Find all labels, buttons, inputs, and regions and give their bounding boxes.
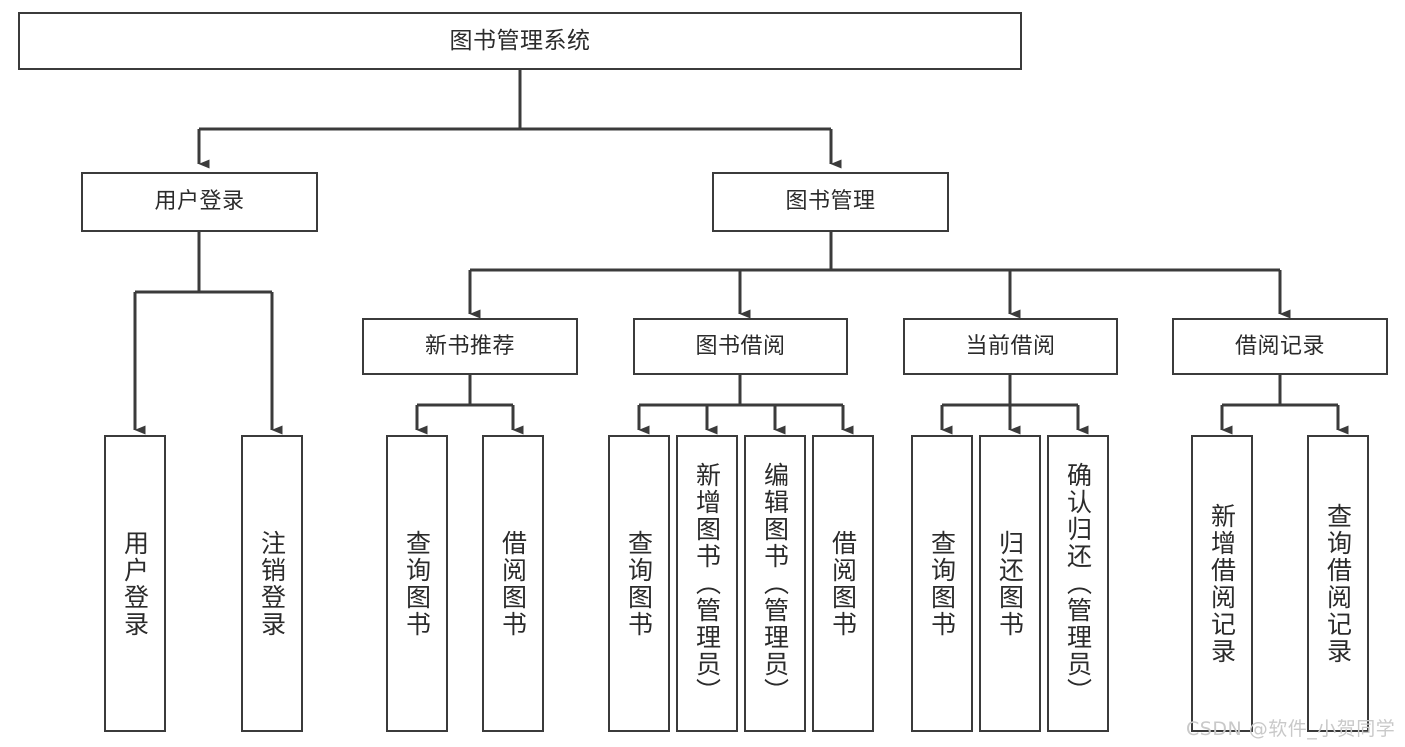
node-current-borrowing[interactable]: 当前借阅 — [903, 318, 1118, 375]
node-label: 图书借阅 — [695, 333, 786, 359]
node-label: 编辑图书（管理员） — [760, 462, 790, 705]
leaf-return-book[interactable]: 归还图书 — [979, 435, 1041, 732]
leaf-query-book-current[interactable]: 查询图书 — [911, 435, 973, 732]
leaf-query-book-new-recommend[interactable]: 查询图书 — [386, 435, 448, 732]
node-label: 归还图书 — [995, 529, 1025, 638]
node-label: 借阅图书 — [498, 529, 528, 638]
node-user-login[interactable]: 用户登录 — [81, 172, 318, 232]
node-label: 借阅图书 — [828, 529, 858, 638]
node-label: 查询图书 — [624, 529, 654, 638]
node-label: 图书管理系统 — [449, 27, 591, 54]
node-root-book-management-system[interactable]: 图书管理系统 — [18, 12, 1022, 70]
leaf-query-book-borrow[interactable]: 查询图书 — [608, 435, 670, 732]
node-label: 查询图书 — [927, 529, 957, 638]
leaf-query-borrow-record[interactable]: 查询借阅记录 — [1307, 435, 1369, 732]
node-label: 当前借阅 — [965, 333, 1056, 359]
node-label: 新书推荐 — [424, 333, 515, 359]
node-label: 注销登录 — [257, 529, 287, 638]
node-label: 用户登录 — [120, 529, 150, 638]
leaf-add-borrow-record[interactable]: 新增借阅记录 — [1191, 435, 1253, 732]
node-book-borrowing[interactable]: 图书借阅 — [633, 318, 848, 375]
leaf-borrow-book[interactable]: 借阅图书 — [812, 435, 874, 732]
leaf-borrow-book-new-recommend[interactable]: 借阅图书 — [482, 435, 544, 732]
node-label: 新增图书（管理员） — [692, 462, 722, 705]
leaf-add-book-admin[interactable]: 新增图书（管理员） — [676, 435, 738, 732]
node-label: 用户登录 — [154, 189, 245, 215]
node-new-book-recommendation[interactable]: 新书推荐 — [362, 318, 578, 375]
leaf-confirm-return-admin[interactable]: 确认归还（管理员） — [1047, 435, 1109, 732]
node-label: 图书管理 — [785, 189, 876, 215]
node-book-management[interactable]: 图书管理 — [712, 172, 949, 232]
leaf-user-login[interactable]: 用户登录 — [104, 435, 166, 732]
node-label: 查询借阅记录 — [1323, 502, 1353, 665]
node-label: 查询图书 — [402, 529, 432, 638]
leaf-edit-book-admin[interactable]: 编辑图书（管理员） — [744, 435, 806, 732]
node-borrowing-record[interactable]: 借阅记录 — [1172, 318, 1388, 375]
csdn-watermark: CSDN @软件_小贺同学 — [1186, 718, 1396, 740]
leaf-logout[interactable]: 注销登录 — [241, 435, 303, 732]
node-label: 借阅记录 — [1234, 333, 1325, 359]
node-label: 新增借阅记录 — [1207, 502, 1237, 665]
node-label: 确认归还（管理员） — [1063, 462, 1093, 705]
